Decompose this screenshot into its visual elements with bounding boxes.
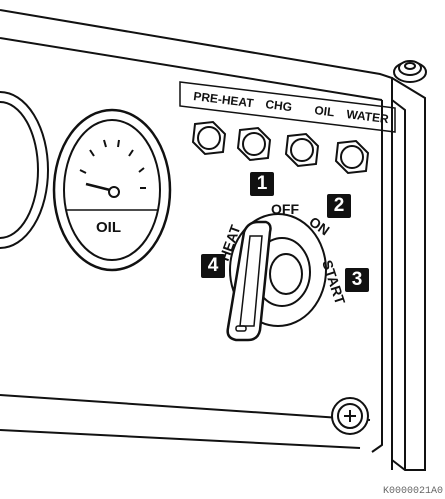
bottom-right-bolt [332, 398, 368, 434]
label-preheat: PRE-HEAT [193, 89, 255, 110]
gauge-label-oil: OIL [96, 219, 121, 236]
callout-1: 1 [250, 172, 274, 196]
chg-lamp [238, 128, 270, 160]
label-oil: OIL [314, 103, 336, 119]
partial-gauge-left [0, 92, 48, 248]
callout-3: 3 [345, 268, 369, 292]
top-right-bolt [394, 61, 426, 82]
label-chg: CHG [265, 97, 293, 114]
oil-lamp [286, 134, 318, 166]
label-water: WATER [346, 107, 390, 126]
oil-pressure-gauge: OIL [54, 110, 170, 270]
water-lamp [336, 141, 368, 173]
indicator-lamps [193, 122, 368, 173]
callout-2: 2 [327, 194, 351, 218]
figure-id: K0000021A0 [383, 486, 443, 497]
preheat-lamp [193, 122, 225, 154]
callout-4: 4 [201, 254, 225, 278]
switch-label-off: OFF [271, 201, 299, 217]
